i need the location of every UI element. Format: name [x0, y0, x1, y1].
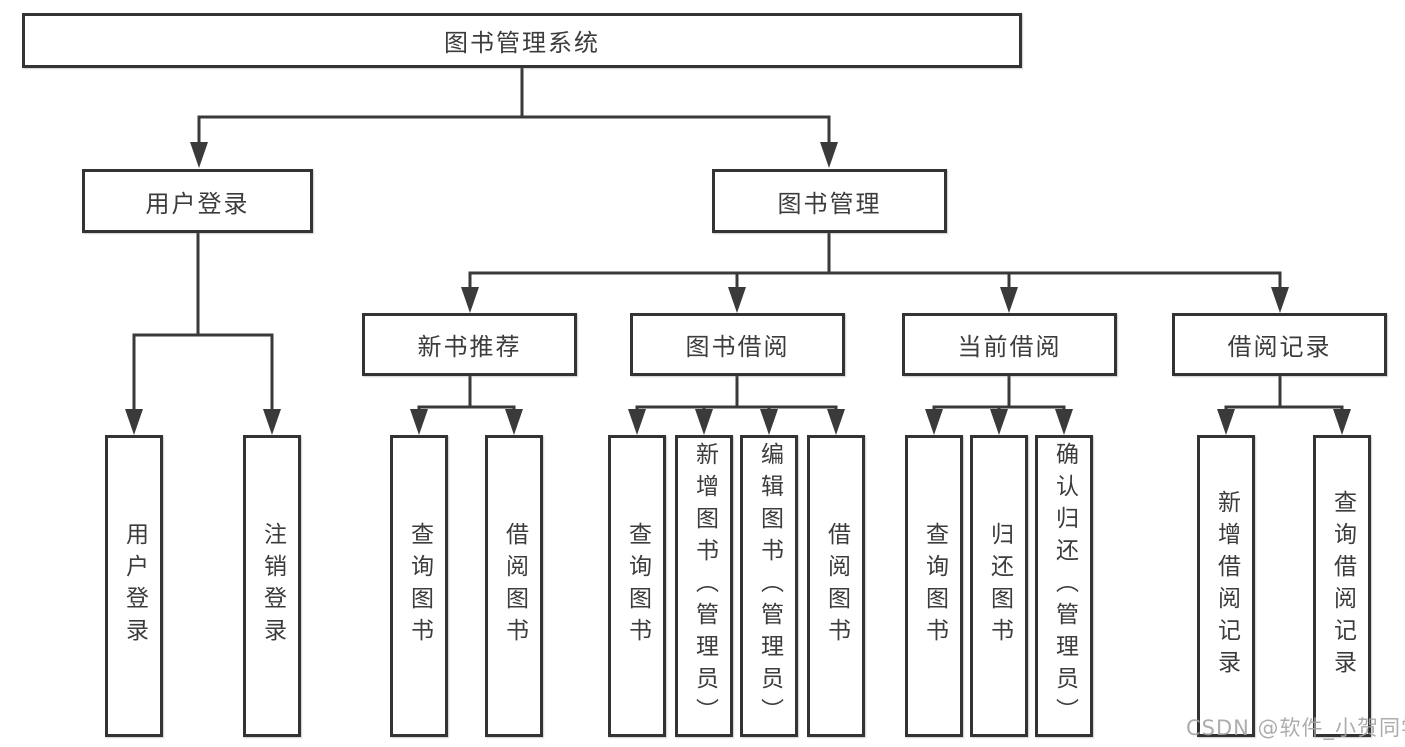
connector-current-to-leaves	[932, 376, 1066, 414]
node-book-borrowing: 图书借阅	[630, 313, 845, 376]
leaf-borrowing-edit-books-admin-label: 编辑图书（管理员）	[756, 442, 783, 730]
leaf-current-return-books: 归还图书	[970, 435, 1028, 737]
leaf-records-query-record-label: 查询借阅记录	[1329, 490, 1356, 682]
leaf-borrowing-add-books-admin-label: 新增图书（管理员）	[691, 442, 718, 730]
connector-records-to-leaves	[1224, 376, 1344, 414]
arrowhead-to-book-mgmt	[820, 142, 838, 168]
arrowhead-rec-borrow	[505, 409, 523, 435]
leaf-borrowing-query-books: 查询图书	[608, 435, 666, 737]
leaf-recommend-query-books-label: 查询图书	[406, 522, 433, 650]
node-root-label: 图书管理系统	[444, 29, 600, 57]
connector-login-to-leaves	[132, 233, 274, 412]
node-user-login-label: 用户登录	[145, 189, 250, 218]
connector-rec-to-leaves	[417, 376, 516, 414]
node-current-borrowing-label: 当前借阅	[957, 333, 1062, 361]
arrowhead-to-book-borrow	[728, 287, 746, 313]
leaf-current-query-books-label: 查询图书	[921, 522, 948, 650]
leaf-borrowing-query-books-label: 查询图书	[624, 522, 651, 650]
arrowhead-to-current-borrow	[1000, 287, 1018, 313]
leaf-user-login: 用户登录	[105, 435, 163, 737]
leaf-recommend-query-books: 查询图书	[390, 435, 448, 737]
arrowhead-to-leaf-user-login	[125, 409, 143, 435]
arrowhead-to-leaf-logout	[263, 409, 281, 435]
arrowhead-br-add	[1217, 409, 1235, 435]
leaf-records-add-record-label: 新增借阅记录	[1213, 490, 1240, 682]
leaf-recommend-borrow-books-label: 借阅图书	[501, 522, 528, 650]
node-new-book-recommend-label: 新书推荐	[417, 333, 522, 361]
connector-mgmt-to-level3	[468, 233, 1282, 290]
node-book-management-label: 图书管理	[777, 189, 882, 218]
node-borrowing-records-label: 借阅记录	[1227, 333, 1332, 361]
leaf-logout-label: 注销登录	[259, 522, 286, 650]
node-book-management: 图书管理	[712, 169, 947, 233]
node-book-borrowing-label: 图书借阅	[685, 333, 790, 361]
leaf-borrowing-edit-books-admin: 编辑图书（管理员）	[740, 435, 798, 737]
connector-borrow-to-leaves	[635, 376, 838, 414]
arrowhead-to-user-login	[190, 142, 208, 168]
connector-root-to-level2	[197, 68, 831, 146]
arrowhead-rec-query	[410, 409, 428, 435]
node-user-login: 用户登录	[82, 169, 313, 233]
leaf-current-query-books: 查询图书	[905, 435, 963, 737]
arrowhead-to-borrow-records	[1271, 287, 1289, 313]
leaf-current-confirm-return-admin-label: 确认归还（管理员）	[1051, 442, 1078, 730]
leaf-current-return-books-label: 归还图书	[986, 522, 1013, 650]
leaf-records-add-record: 新增借阅记录	[1197, 435, 1255, 737]
leaf-current-confirm-return-admin: 确认归还（管理员）	[1035, 435, 1093, 737]
arrowhead-cb-confirm	[1055, 409, 1073, 435]
arrowhead-to-new-book-rec	[461, 287, 479, 313]
leaf-logout: 注销登录	[243, 435, 301, 737]
arrowhead-br-query	[1333, 409, 1351, 435]
leaf-recommend-borrow-books: 借阅图书	[485, 435, 543, 737]
node-new-book-recommend: 新书推荐	[362, 313, 577, 376]
arrowhead-bb-borrow	[827, 409, 845, 435]
arrowhead-bb-add	[695, 409, 713, 435]
node-borrowing-records: 借阅记录	[1172, 313, 1387, 376]
leaf-borrowing-borrow-books-label: 借阅图书	[823, 522, 850, 650]
arrowhead-cb-return	[990, 409, 1008, 435]
node-root-system: 图书管理系统	[22, 13, 1022, 68]
leaf-user-login-label: 用户登录	[121, 522, 148, 650]
leaf-records-query-record: 查询借阅记录	[1313, 435, 1371, 737]
arrowhead-cb-query	[925, 409, 943, 435]
leaf-borrowing-borrow-books: 借阅图书	[807, 435, 865, 737]
arrowhead-bb-edit	[760, 409, 778, 435]
arrowhead-bb-query	[628, 409, 646, 435]
node-current-borrowing: 当前借阅	[902, 313, 1117, 376]
leaf-borrowing-add-books-admin: 新增图书（管理员）	[675, 435, 733, 737]
csdn-watermark: CSDN @软件_小贺同学	[1186, 716, 1405, 740]
